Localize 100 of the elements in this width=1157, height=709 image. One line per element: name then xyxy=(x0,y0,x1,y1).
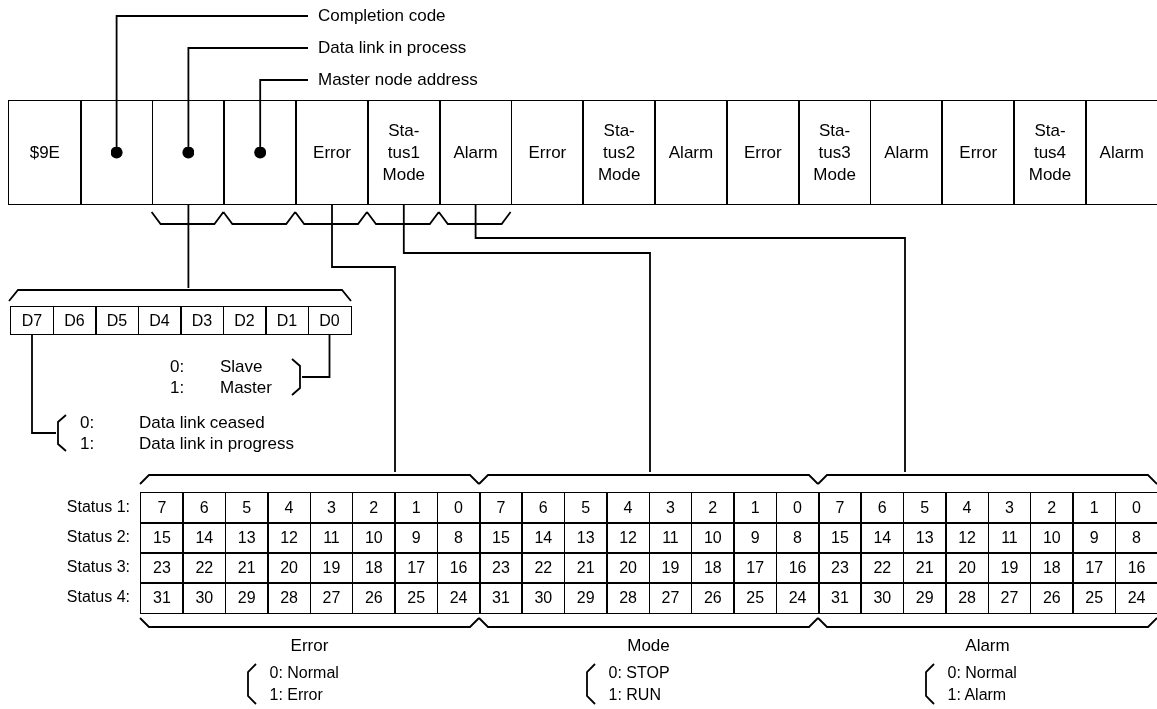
data-field: Alarm xyxy=(869,100,944,205)
bit-number: 31 xyxy=(818,582,862,614)
bit-number: 28 xyxy=(267,582,311,614)
data-field: Error xyxy=(941,100,1015,205)
bit-number: 18 xyxy=(690,552,735,584)
connector-line xyxy=(301,334,331,378)
data-field: Sta- tus1 Mode xyxy=(367,100,441,205)
bit-number: 23 xyxy=(818,552,862,584)
bit-number: 17 xyxy=(1072,552,1117,584)
bit-number: 29 xyxy=(563,582,608,614)
connector-line xyxy=(474,204,906,473)
value-meaning: Slave xyxy=(220,356,263,377)
bit-number: 30 xyxy=(860,582,905,614)
bit-number: 2 xyxy=(351,492,396,524)
bit-number: 1 xyxy=(733,492,778,524)
bit-number: 14 xyxy=(521,522,566,554)
value-legend-text: 0: STOP xyxy=(608,663,670,683)
bit-number: 9 xyxy=(1072,522,1117,554)
bit-number: 15 xyxy=(818,522,862,554)
bit-number: 26 xyxy=(1029,582,1074,614)
bit-number: 31 xyxy=(479,582,523,614)
connector-line xyxy=(331,204,396,473)
bit-number: 28 xyxy=(606,582,650,614)
bit-number: 4 xyxy=(267,492,311,524)
bit-number: 7 xyxy=(140,492,184,524)
bit-number: 8 xyxy=(1114,522,1157,554)
data-field: Sta- tus2 Mode xyxy=(582,100,656,205)
bit-number: 5 xyxy=(902,492,947,524)
bit-number: 8 xyxy=(436,522,481,554)
bit-number: 22 xyxy=(860,552,905,584)
data-field xyxy=(151,100,226,205)
data-field: Error xyxy=(510,100,585,205)
bit-number: 10 xyxy=(351,522,396,554)
data-field: Error xyxy=(295,100,369,205)
value-legend-text: 0: Normal xyxy=(947,663,1017,683)
bit-number: 10 xyxy=(690,522,735,554)
bit-number: 26 xyxy=(690,582,735,614)
bit-number: 31 xyxy=(140,582,184,614)
bit-number: 2 xyxy=(690,492,735,524)
data-field: $9E xyxy=(8,100,82,205)
bit-number: 29 xyxy=(902,582,947,614)
data-field: Error xyxy=(726,100,800,205)
bit-number: 11 xyxy=(309,522,354,554)
bit-number: 28 xyxy=(945,582,989,614)
bit-number: 9 xyxy=(733,522,778,554)
bit-number: 5 xyxy=(563,492,608,524)
group-label: Mode xyxy=(627,636,670,656)
leader-line xyxy=(110,15,309,159)
bit-number: 1 xyxy=(1072,492,1117,524)
bit-number: 15 xyxy=(140,522,184,554)
callout-text: Data link in process xyxy=(308,36,548,60)
bit-number: 17 xyxy=(394,552,439,584)
bit-number: 13 xyxy=(224,522,269,554)
bit-number: 15 xyxy=(479,522,523,554)
bit-number: 25 xyxy=(733,582,778,614)
data-field: Alarm xyxy=(438,100,513,205)
bit-number: 11 xyxy=(648,522,693,554)
bit-number: 30 xyxy=(521,582,566,614)
bit-number: 5 xyxy=(224,492,269,524)
bit-number: 23 xyxy=(140,552,184,584)
bit-number: 7 xyxy=(479,492,523,524)
bit-number: 9 xyxy=(394,522,439,554)
row-label: Status 3: xyxy=(65,557,130,577)
bit-number: 21 xyxy=(224,552,269,584)
data-field: Alarm xyxy=(1085,100,1157,205)
bit-number: 6 xyxy=(182,492,227,524)
bit-number: 6 xyxy=(521,492,566,524)
bit-number: 12 xyxy=(606,522,650,554)
bit-number: 12 xyxy=(945,522,989,554)
bit-number: 20 xyxy=(945,552,989,584)
group-label: Alarm xyxy=(965,636,1010,656)
bit-number: 25 xyxy=(1072,582,1117,614)
value-meaning: Master xyxy=(220,377,272,398)
row-label: Status 1: xyxy=(65,497,130,517)
bit-number: 17 xyxy=(733,552,778,584)
data-field: Sta- tus3 Mode xyxy=(797,100,872,205)
bit-number: 21 xyxy=(563,552,608,584)
value-code: 1: xyxy=(170,377,185,398)
data-field xyxy=(223,100,297,205)
data-field: Sta- tus4 Mode xyxy=(1013,100,1087,205)
bit-number: 16 xyxy=(1114,552,1157,584)
bit-number: 19 xyxy=(648,552,693,584)
bit-number: 19 xyxy=(987,552,1032,584)
bit-number: 29 xyxy=(224,582,269,614)
bit-number: 7 xyxy=(818,492,862,524)
leader-line xyxy=(182,47,309,159)
bit-number: 22 xyxy=(182,552,227,584)
bit-number: 20 xyxy=(606,552,650,584)
connector-line xyxy=(187,204,190,289)
bit-number: 21 xyxy=(902,552,947,584)
value-meaning: Data link in progress xyxy=(139,433,294,454)
value-legend-text: 1: RUN xyxy=(608,685,661,705)
connector-line xyxy=(31,334,57,434)
row-label: Status 4: xyxy=(65,587,130,607)
callout-text: Master node address xyxy=(308,68,548,92)
bit-number: 2 xyxy=(1029,492,1074,524)
bit-number: 18 xyxy=(1029,552,1074,584)
value-legend-text: 0: Normal xyxy=(269,663,339,683)
bit-number: 6 xyxy=(860,492,905,524)
data-field: Alarm xyxy=(654,100,728,205)
